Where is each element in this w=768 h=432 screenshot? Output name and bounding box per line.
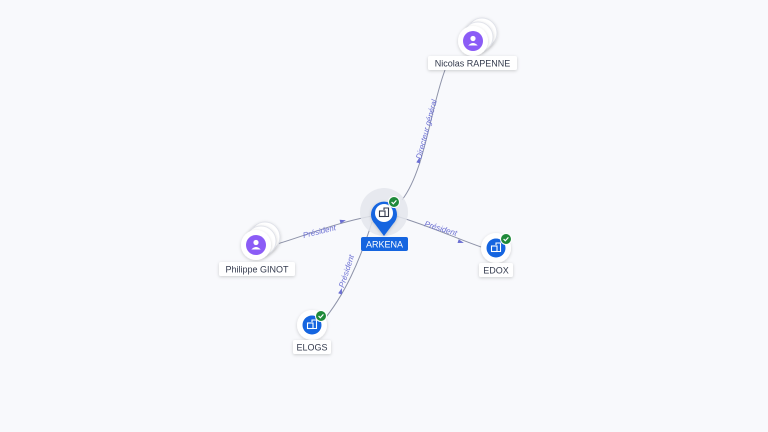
person-icon bbox=[251, 239, 261, 250]
node-label-philippe: Philippe GINOT bbox=[225, 265, 289, 275]
edge-philippe: Président bbox=[269, 215, 373, 247]
node-philippe[interactable]: Philippe GINOT bbox=[219, 221, 295, 276]
edge-label-philippe: Président bbox=[302, 223, 338, 240]
edge-edox: Président bbox=[395, 215, 485, 249]
verified-badge bbox=[500, 233, 512, 245]
building-icon bbox=[306, 319, 318, 330]
node-arkena[interactable]: ARKENA bbox=[360, 188, 408, 251]
person-icon bbox=[468, 35, 478, 46]
node-label-nicolas: Nicolas RAPENNE bbox=[435, 59, 511, 69]
node-edox[interactable]: EDOX bbox=[479, 233, 513, 277]
node-nicolas[interactable]: Nicolas RAPENNE bbox=[428, 17, 517, 70]
node-elogs[interactable]: ELOGS bbox=[293, 310, 331, 354]
verified-badge bbox=[388, 196, 400, 208]
node-label-arkena: ARKENA bbox=[366, 240, 403, 250]
verified-badge bbox=[315, 310, 327, 322]
edge-nicolas: Directeur général bbox=[401, 69, 446, 201]
edge-label-edox: Président bbox=[423, 219, 459, 238]
edge-label-nicolas: Directeur général bbox=[414, 98, 439, 160]
building-icon bbox=[378, 207, 390, 218]
node-label-elogs: ELOGS bbox=[296, 343, 327, 353]
node-label-edox: EDOX bbox=[483, 266, 509, 276]
building-icon bbox=[490, 242, 502, 253]
